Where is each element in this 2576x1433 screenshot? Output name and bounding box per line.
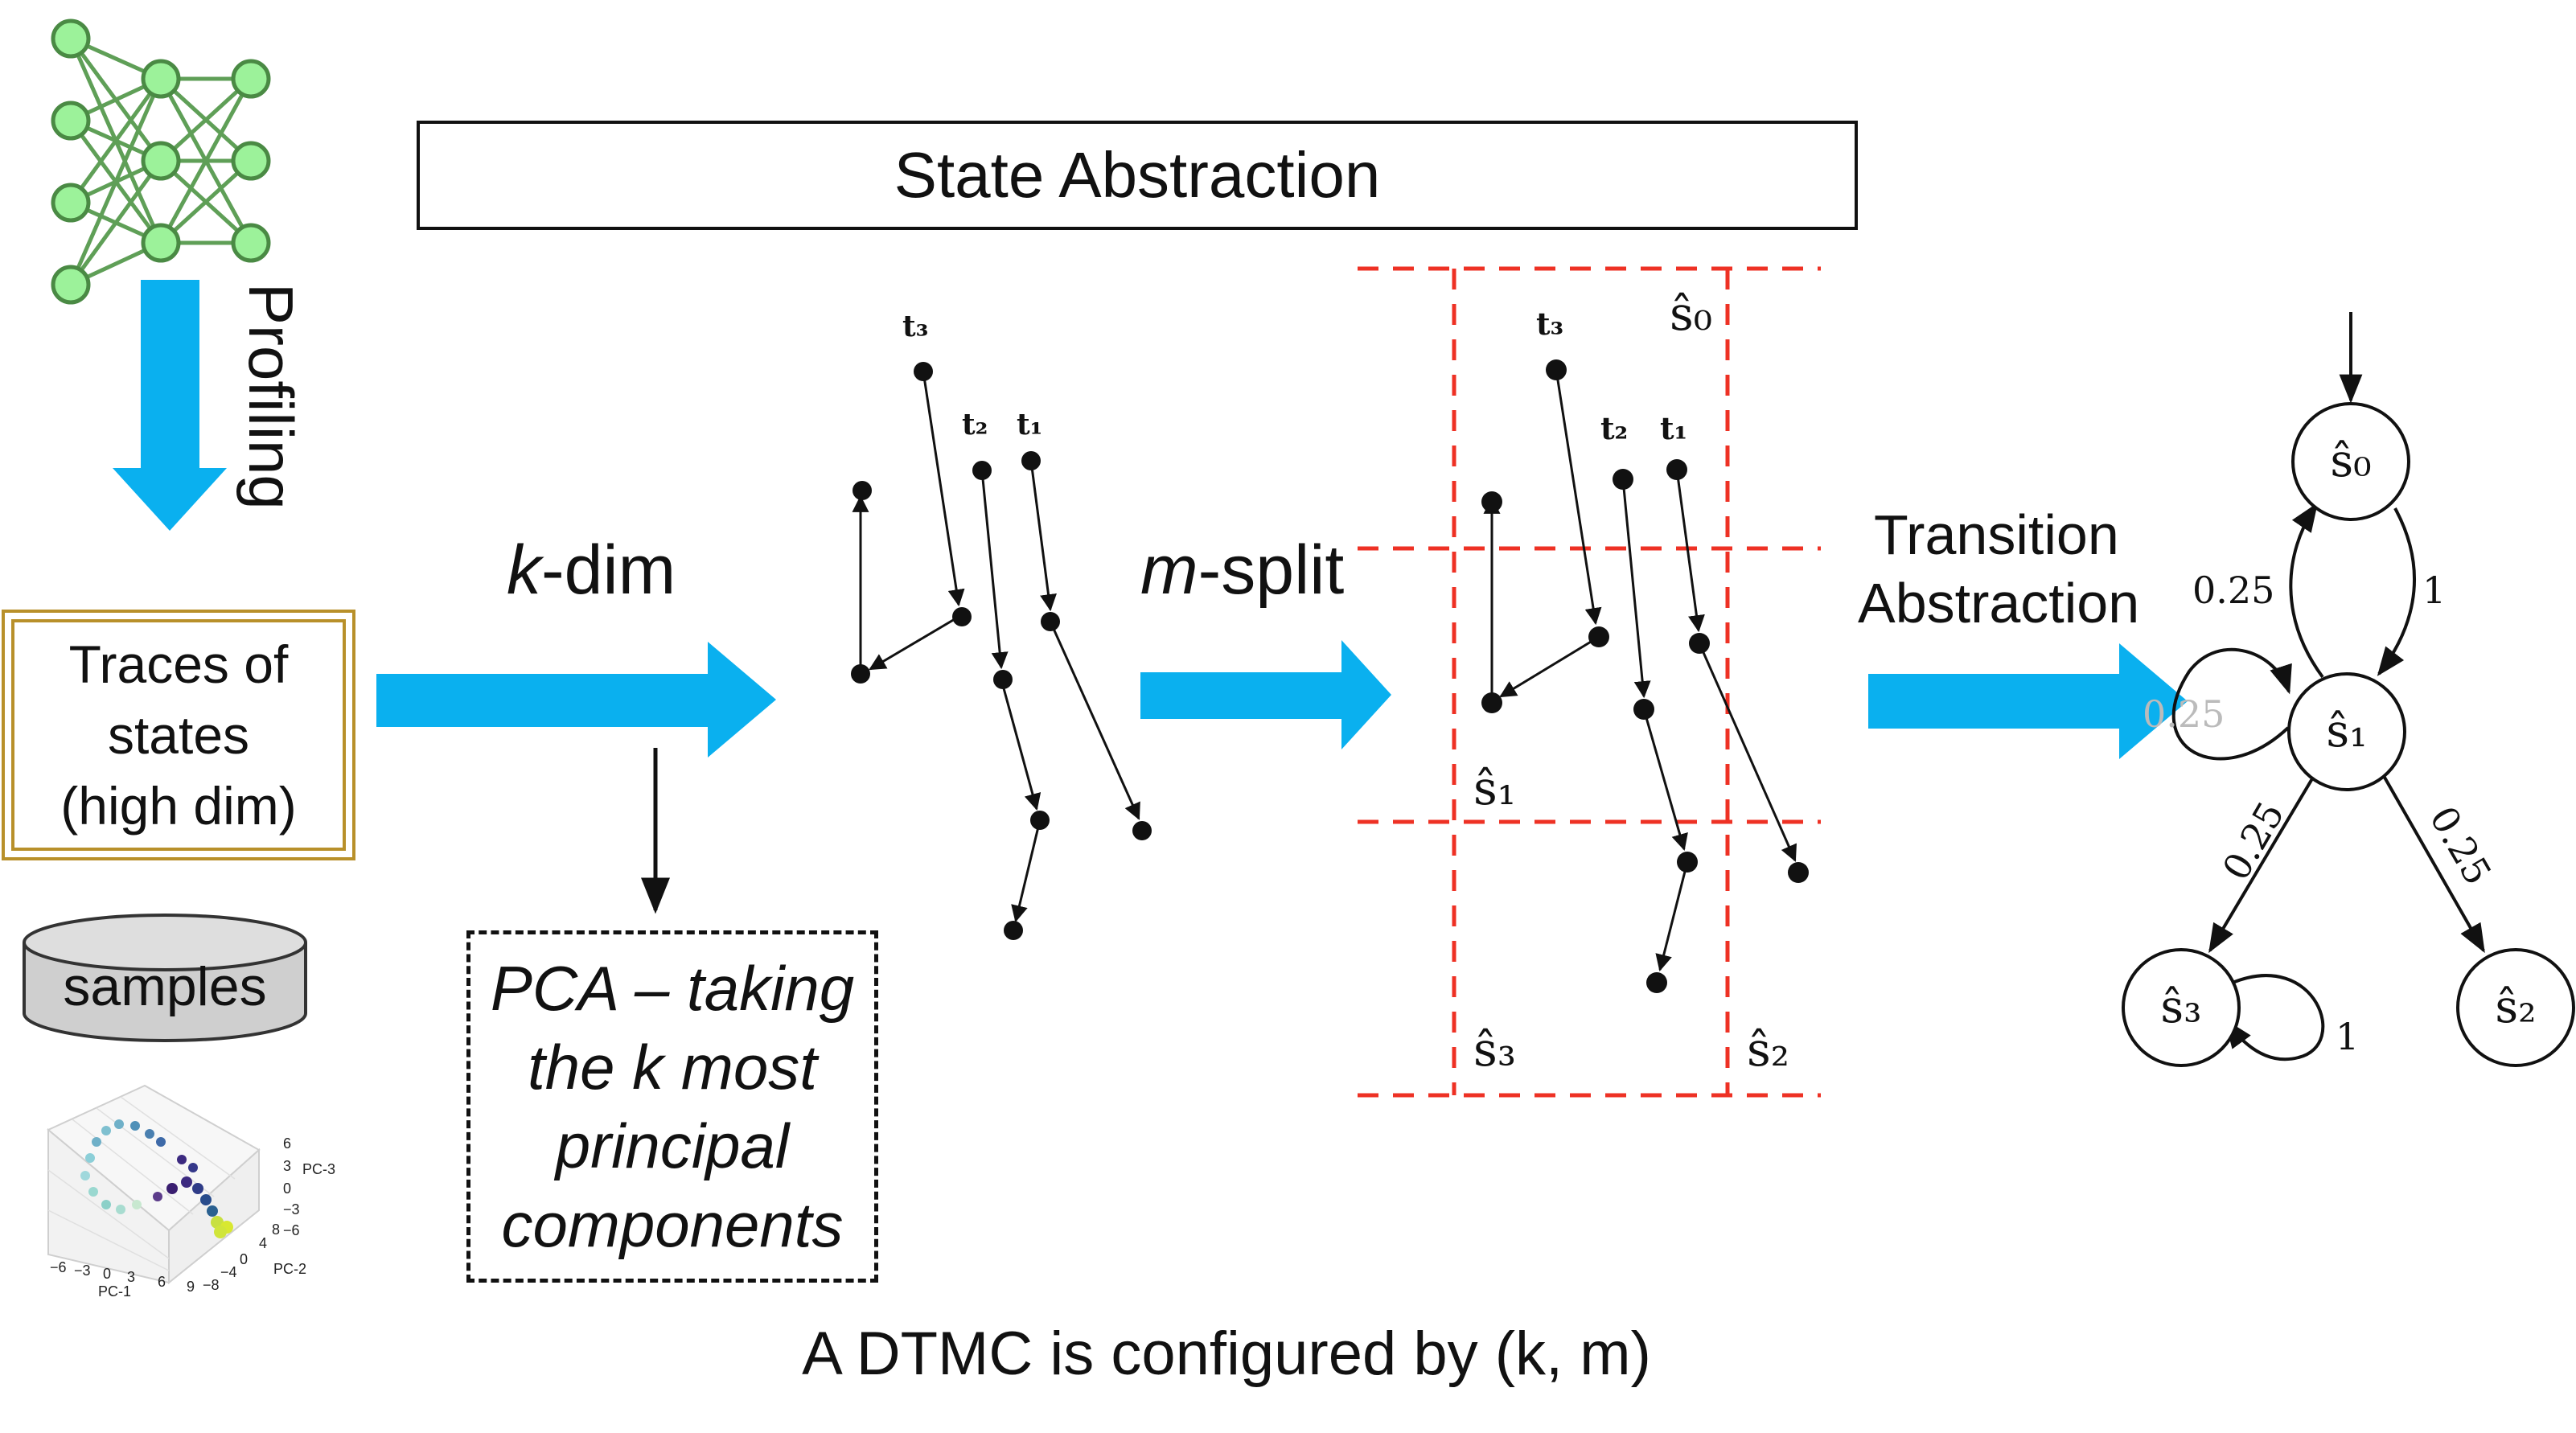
trace-label-t1: t₁	[1017, 408, 1042, 441]
kdim-arrow	[376, 642, 776, 758]
pca-line-4: components	[501, 1189, 844, 1260]
trace-label-t2: t₂	[962, 408, 988, 441]
traces-line-3: (high dim)	[60, 776, 297, 836]
trace-points	[851, 362, 1152, 940]
dtmc-self-loop-s3	[2224, 974, 2325, 1061]
svg-text:4: 4	[259, 1235, 267, 1251]
dtmc-edge-s1-s2	[2379, 770, 2485, 954]
dtmc-node-s2	[2456, 948, 2575, 1067]
traces-box: Traces of states (high dim)	[2, 610, 355, 860]
split-grid	[1358, 266, 1821, 1098]
svg-text:−3: −3	[283, 1201, 300, 1217]
svg-text:0: 0	[283, 1180, 291, 1197]
dtmc-node-s1	[2287, 672, 2406, 791]
region-label-s2: ŝ₂	[1747, 1022, 1789, 1077]
region-label-s3: ŝ₃	[1473, 1022, 1516, 1077]
dtmc-graph: ŝ₀ ŝ₁ ŝ₂ ŝ₃ 1 0.25 0.25 0.25 0.25 1	[2122, 312, 2575, 1067]
footer-caption: A DTMC is configured by (k, m)	[802, 1320, 1651, 1388]
svg-text:0: 0	[240, 1251, 248, 1267]
pca-points	[80, 1119, 233, 1238]
dtmc-edge-label-s1-s3: 0.25	[2214, 795, 2293, 888]
msplit-arrow	[1140, 640, 1391, 749]
pca-line-2: the k most	[528, 1032, 817, 1102]
page-title: State Abstraction	[894, 139, 1381, 211]
svg-text:−4: −4	[220, 1264, 237, 1280]
msplit-label: m-split	[1140, 532, 1345, 609]
dtmc-node-s3-label: ŝ₃	[2160, 981, 2201, 1033]
samples-label: samples	[63, 956, 266, 1017]
split-trace-points	[1481, 359, 1809, 993]
svg-text:6: 6	[158, 1274, 166, 1290]
pca-axis-z-label: PC-3	[302, 1161, 335, 1177]
profiling-arrow	[113, 280, 227, 531]
dtmc-node-s1-label: ŝ₁	[2326, 705, 2367, 758]
nn-nodes	[51, 18, 271, 305]
trace-plot	[852, 371, 1140, 923]
split-label-t3: t₃	[1536, 306, 1563, 342]
svg-text:6: 6	[283, 1135, 291, 1152]
dtmc-edge-label-s1-s0: 0.25	[2192, 569, 2274, 612]
traces-line-1: Traces of	[68, 634, 289, 694]
dtmc-self-loop-s1	[2171, 647, 2292, 761]
split-trace-plot	[1483, 369, 1797, 972]
dtmc-edge-label-s1-s2: 0.25	[2421, 799, 2500, 893]
dtmc-edge-s0-s1	[2377, 507, 2417, 676]
region-label-s1: ŝ₁	[1473, 761, 1516, 815]
svg-text:−6: −6	[283, 1222, 300, 1238]
pca-line-1: PCA – taking	[490, 953, 855, 1024]
split-label-t1: t₁	[1660, 410, 1687, 446]
dtmc-node-s0	[2291, 402, 2410, 521]
transition-arrow	[1868, 643, 2188, 759]
svg-text:3: 3	[283, 1158, 291, 1174]
svg-text:−8: −8	[203, 1277, 220, 1293]
profiling-label: Profiling	[236, 283, 306, 510]
samples-database-icon	[23, 914, 307, 1042]
pca-line-3: principal	[555, 1111, 790, 1181]
dtmc-node-s3	[2122, 948, 2241, 1067]
region-label-s0: ŝ₀	[1670, 286, 1712, 341]
kdim-label: k-dim	[507, 532, 676, 609]
state-abstraction-title: State Abstraction	[417, 121, 1858, 230]
transition-label-line-1: Transition	[1874, 503, 2119, 566]
transition-label-line-2: Abstraction	[1858, 572, 2140, 634]
neural-network-icon	[51, 18, 271, 305]
trace-label-t3: t₃	[902, 310, 928, 343]
svg-text:−3: −3	[74, 1263, 91, 1279]
svg-text:8: 8	[272, 1222, 280, 1238]
svg-text:0: 0	[103, 1266, 111, 1282]
pca-axis-y-label: PC-2	[273, 1261, 306, 1277]
dtmc-edge-s1-s0	[2289, 503, 2324, 679]
dtmc-edge-label-s1-s1: 0.25	[2143, 692, 2225, 736]
dtmc-edge-s1-s3	[2208, 770, 2318, 954]
dtmc-edge-label-s0-s1: 1	[2422, 569, 2446, 612]
pca-description-box: PCA – taking the k most principal compon…	[466, 930, 878, 1283]
split-label-t2: t₂	[1600, 410, 1628, 446]
svg-text:3: 3	[127, 1269, 135, 1285]
svg-text:9: 9	[187, 1279, 195, 1295]
dtmc-node-s2-label: ŝ₂	[2495, 981, 2536, 1033]
dtmc-edge-label-s3-s3: 1	[2336, 1015, 2359, 1058]
traces-line-2: states	[107, 705, 250, 765]
svg-text:−6: −6	[50, 1259, 67, 1275]
dtmc-node-s0-label: ŝ₀	[2330, 435, 2371, 487]
pca-axis-x-label: PC-1	[98, 1283, 131, 1300]
